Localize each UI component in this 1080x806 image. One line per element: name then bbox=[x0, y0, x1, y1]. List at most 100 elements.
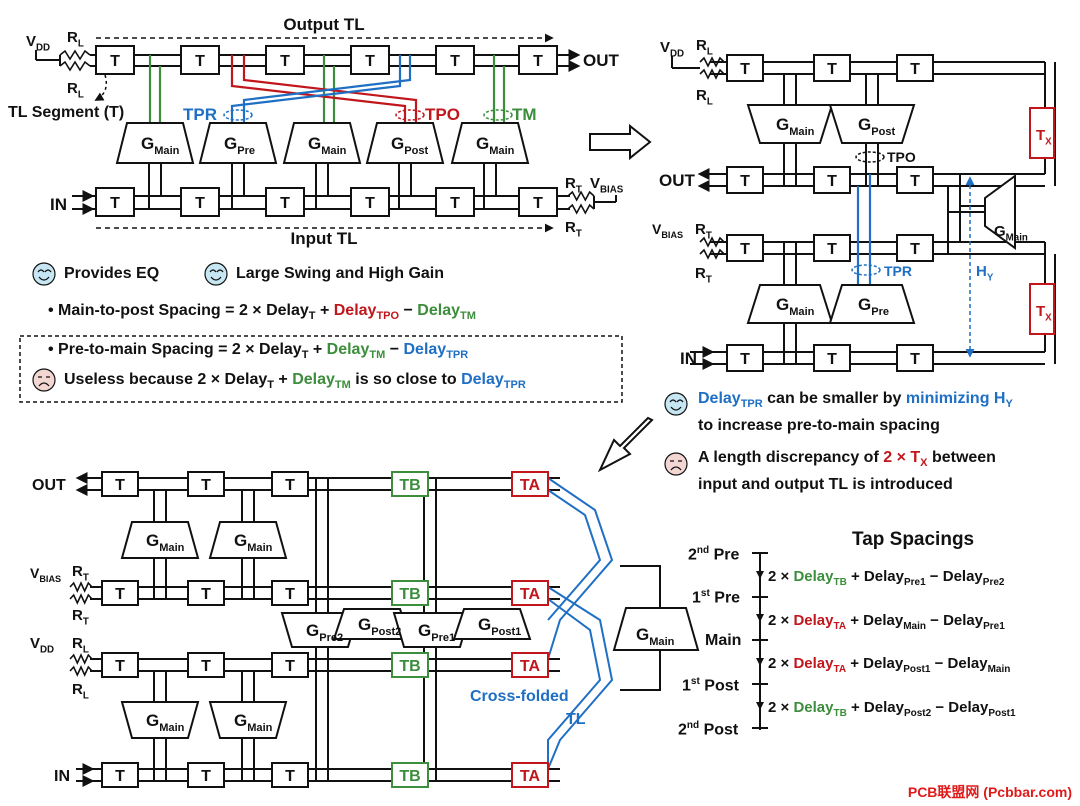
t-p2-vbias-2 bbox=[896, 234, 934, 262]
t-p2-vbias-2-label: T bbox=[910, 241, 920, 258]
output-tl-label: Output TL bbox=[283, 15, 364, 34]
tick-arrow bbox=[756, 614, 764, 622]
ta-in bbox=[511, 762, 549, 788]
t-p3-vdd-1-label: T bbox=[201, 658, 211, 675]
t-p3-out-2-label: T bbox=[285, 477, 295, 494]
tap-label-2nd-pre: 2nd Pre bbox=[688, 545, 740, 564]
wire bbox=[230, 55, 402, 123]
t-p3-out-0-label: T bbox=[115, 477, 125, 494]
ta-vdd-label: TA bbox=[520, 658, 541, 675]
tb-in bbox=[391, 762, 429, 788]
wire bbox=[699, 236, 725, 248]
t-p3-vbias-0 bbox=[101, 580, 139, 606]
g-amp-p2-pre-label: GPre bbox=[858, 295, 889, 318]
t-p3-out-1 bbox=[187, 471, 225, 497]
rl-2a: RL bbox=[696, 37, 713, 58]
g-amp-p3-main4-label: GMain bbox=[234, 711, 273, 734]
t-top-4-label: T bbox=[450, 53, 460, 70]
in-label-2: IN bbox=[680, 349, 697, 368]
t-top-3 bbox=[350, 45, 390, 75]
tb-vdd-label: TB bbox=[399, 658, 420, 675]
g-main-rotated bbox=[984, 174, 1016, 250]
tl-segment-label: TL Segment (T) bbox=[8, 104, 124, 121]
tick-arrow bbox=[756, 658, 764, 666]
t-p3-vbias-2-label: T bbox=[285, 586, 295, 603]
t-bot-5 bbox=[518, 187, 558, 217]
g-amp-p2-post-label: GPost bbox=[858, 115, 895, 138]
t-p2-in-2 bbox=[896, 344, 934, 372]
t-p2-vdd-1 bbox=[813, 54, 851, 82]
g-amp-p1-4-label: GMain bbox=[476, 134, 515, 157]
ta-vdd bbox=[511, 652, 549, 678]
happy-face-1 bbox=[32, 262, 56, 286]
tap-row-3: 2 × DelayTA + DelayPost1 − DelayMain bbox=[768, 655, 1011, 675]
t-p2-out-1 bbox=[813, 166, 851, 194]
g-amp-p1-3-label: GPost bbox=[391, 134, 428, 157]
arrow-right-icon bbox=[589, 123, 652, 161]
t-p3-vdd-0-label: T bbox=[115, 658, 125, 675]
wire bbox=[699, 248, 725, 260]
t-p2-vbias-0 bbox=[726, 234, 764, 262]
rt-1b: RT bbox=[565, 219, 582, 240]
g-amp-p2-main1-label: GMain bbox=[776, 115, 815, 138]
g-amp-p2-pre bbox=[828, 284, 916, 324]
cross-folded-label: Cross-folded bbox=[470, 688, 569, 705]
sad-face-1 bbox=[32, 368, 56, 392]
main-to-post-spacing: • Main-to-post Spacing = 2 × DelayT + De… bbox=[48, 302, 476, 323]
tap-label-1st-post: 1st Post bbox=[682, 676, 739, 695]
t-p2-vbias-0-label: T bbox=[740, 241, 750, 258]
sad-face-2-mouth bbox=[670, 466, 682, 471]
wire bbox=[69, 665, 93, 677]
rt-3b: RT bbox=[72, 607, 89, 628]
g-amp-p3-pre1 bbox=[392, 612, 472, 648]
t-p3-vbias-1-label: T bbox=[201, 586, 211, 603]
rl-1a: RL bbox=[67, 29, 84, 50]
happy-face-3-eyes bbox=[669, 399, 684, 403]
g-amp-p3-pre1-label: GPre1 bbox=[418, 621, 455, 644]
rl-3b: RL bbox=[72, 681, 89, 702]
happy-face-2 bbox=[204, 262, 228, 286]
t-p2-out-0-label: T bbox=[740, 173, 750, 190]
g-amp-p3-main3 bbox=[120, 701, 200, 739]
tb-vdd bbox=[391, 652, 429, 678]
vbias-2: VBIAS bbox=[652, 221, 683, 240]
wire bbox=[620, 650, 661, 691]
t-p3-in-1 bbox=[187, 762, 225, 788]
g-amp-p3-post1 bbox=[452, 608, 532, 640]
t-p2-out-0 bbox=[726, 166, 764, 194]
g-amp-p1-4 bbox=[450, 122, 530, 164]
t-p3-in-0-label: T bbox=[115, 768, 125, 785]
t-bot-1 bbox=[180, 187, 220, 217]
tap-label-1st-pre: 1st Pre bbox=[692, 588, 741, 607]
tpo-label-1: TPO bbox=[425, 105, 460, 124]
t-p3-out-2 bbox=[271, 471, 309, 497]
tpr-ellipse-2 bbox=[851, 264, 881, 276]
ta-vbias-label: TA bbox=[520, 586, 541, 603]
tap-row-1: 2 × DelayTB + DelayPre1 − DelayPre2 bbox=[768, 568, 1005, 588]
t-p3-in-0 bbox=[101, 762, 139, 788]
g-amp-p1-2-label: GMain bbox=[308, 134, 347, 157]
t-top-5-label: T bbox=[533, 53, 543, 70]
tap-label-2nd-post: 2nd Post bbox=[678, 720, 739, 739]
ta-out-label: TA bbox=[520, 477, 541, 494]
t-p3-vbias-2 bbox=[271, 580, 309, 606]
ta-in-label: TA bbox=[520, 768, 541, 785]
t-top-3-label: T bbox=[365, 53, 375, 70]
t-p2-out-2-label: T bbox=[910, 173, 920, 190]
g-amp-p2-main1 bbox=[746, 104, 834, 144]
t-p3-out-0 bbox=[101, 471, 139, 497]
tm-label-1: TM bbox=[512, 105, 537, 124]
rt-2a: RT bbox=[695, 221, 712, 242]
wire bbox=[567, 190, 595, 202]
g-amp-p3-main3-label: GMain bbox=[146, 711, 185, 734]
tap-label-main: Main bbox=[705, 632, 742, 649]
tm-ellipse bbox=[483, 109, 513, 121]
t-p3-in-2 bbox=[271, 762, 309, 788]
t-p2-vdd-0-label: T bbox=[740, 61, 750, 78]
tx-label-2: TX bbox=[1036, 303, 1052, 324]
tap-spacings-title: Tap Spacings bbox=[852, 529, 975, 550]
cross-folded-tl-label: TL bbox=[566, 711, 586, 728]
happy-face-3 bbox=[664, 392, 688, 416]
tx-label-1: TX bbox=[1036, 127, 1052, 148]
